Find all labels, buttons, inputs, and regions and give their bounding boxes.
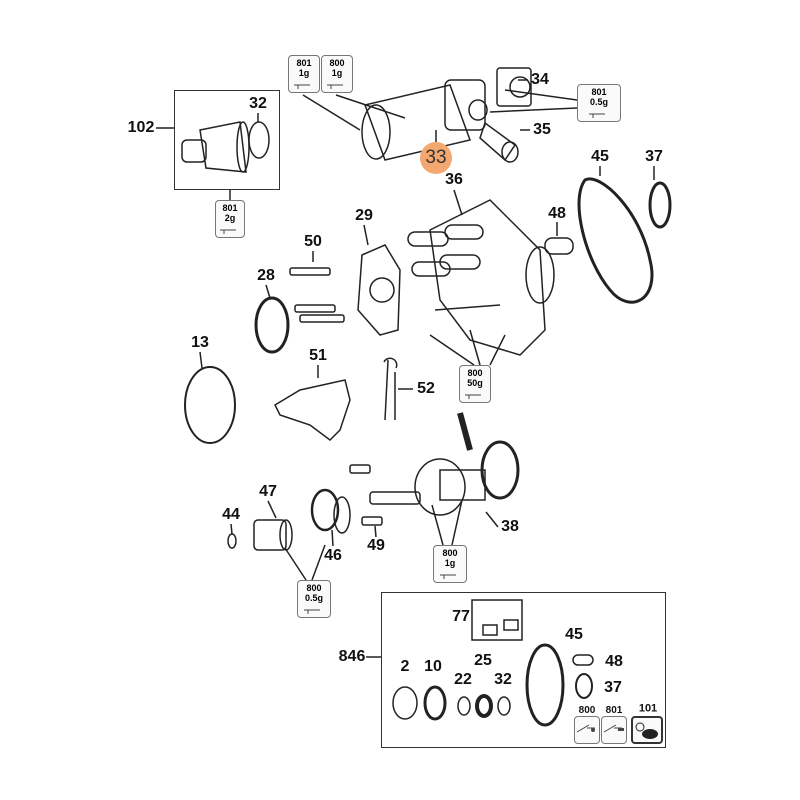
part-47-gear [253,519,293,551]
lube-code: 801 [296,58,312,68]
kit-lube-800-label: 800 [578,705,596,716]
grease-gun-icon [576,724,595,733]
part-32-ring [248,121,270,159]
part-13-washer [184,366,236,444]
kit-label-45[interactable]: 45 [565,626,583,643]
kit-label-22[interactable]: 22 [454,671,472,688]
grease-gun-icon [440,574,456,579]
label-44[interactable]: 44 [222,506,240,523]
label-102[interactable]: 102 [127,119,155,136]
part-45-gasket [577,177,654,304]
part-28-ring [254,296,290,354]
lube-code: 801 [591,87,607,97]
label-50[interactable]: 50 [304,233,322,250]
kit-label-48[interactable]: 48 [605,653,623,670]
part-38-armature [369,412,520,516]
part-46-bearing [310,488,351,534]
kit-label-77[interactable]: 77 [452,608,470,625]
lube-code: 800 [442,548,458,558]
kit-10-seal [423,685,447,721]
kit-32-ring [497,696,511,716]
grease-gun-icon [603,724,624,733]
grease-gun-icon [220,229,236,234]
label-35[interactable]: 35 [533,121,551,138]
kit-part-101[interactable] [631,716,663,744]
grease-gun-icon [589,113,605,118]
lube-code: 800 [329,58,345,68]
kit-label-32[interactable]: 32 [494,671,512,688]
label-48[interactable]: 48 [548,205,566,222]
part-35-pin [479,121,519,163]
lube-amount: 2g [224,213,236,223]
part-52-clip [383,357,398,421]
lube-amount: 50g [467,378,483,388]
part-37-ring [648,181,672,229]
label-51[interactable]: 51 [309,347,327,364]
part-34-block [496,67,532,107]
lube-code: 801 [222,203,238,213]
lube-amount: 1g [298,68,310,78]
lube-code: 800 [306,583,322,593]
kit-2-cap [392,686,418,720]
label-52[interactable]: 52 [417,380,435,397]
label-45[interactable]: 45 [591,148,609,165]
part-44-washer [227,533,237,549]
label-13[interactable]: 13 [191,334,209,351]
kit-77-brushes [471,599,523,641]
kit-48-pin [572,654,594,666]
grease-gun-icon [294,84,310,89]
kit-label-37[interactable]: 37 [604,679,622,696]
grease-gun-icon [465,394,481,399]
kit-45-gasket [525,643,565,727]
part-29-flange [357,244,401,336]
kit-846-frame [381,592,666,748]
part-48-pin [544,237,574,255]
kit-37-ring [575,673,593,699]
grease-gun-icon [304,609,320,614]
label-37[interactable]: 37 [645,148,663,165]
label-49[interactable]: 49 [367,537,385,554]
label-32[interactable]: 32 [249,95,267,112]
part-49-screws [349,464,383,526]
label-46[interactable]: 46 [324,547,342,564]
lube-code: 800 [467,368,483,378]
lube-amount: 1g [331,68,343,78]
part-36-housing [407,199,555,356]
kit-lube-800[interactable] [574,716,600,744]
label-47[interactable]: 47 [259,483,277,500]
lube-amount: 0.5g [589,97,608,107]
kit-22-washer [457,696,471,716]
label-28[interactable]: 28 [257,267,275,284]
lube-amount: 1g [444,558,456,568]
lube-amount: 0.5g [304,593,323,603]
kit-label-2[interactable]: 2 [400,658,410,675]
part-50-screws [289,267,345,323]
part-33-shaft [361,79,488,161]
kit-label-10[interactable]: 10 [424,658,442,675]
label-33-highlighted[interactable]: 33 [420,142,452,174]
label-34[interactable]: 34 [531,71,549,88]
leader-lines [156,79,655,658]
kit-label-25[interactable]: 25 [474,652,492,669]
kit-lube-801[interactable] [601,716,627,744]
part-102-group-frame [174,90,280,190]
cap-icon [635,722,658,739]
grease-gun-icon [327,84,343,89]
label-846[interactable]: 846 [338,648,366,665]
part-51-bracket [274,379,351,441]
kit-label-101: 101 [638,702,658,715]
label-38[interactable]: 38 [501,518,519,535]
kit-lube-801-label: 801 [605,705,623,716]
kit-25-bearing [475,694,493,718]
label-29[interactable]: 29 [355,207,373,224]
label-36[interactable]: 36 [445,171,463,188]
